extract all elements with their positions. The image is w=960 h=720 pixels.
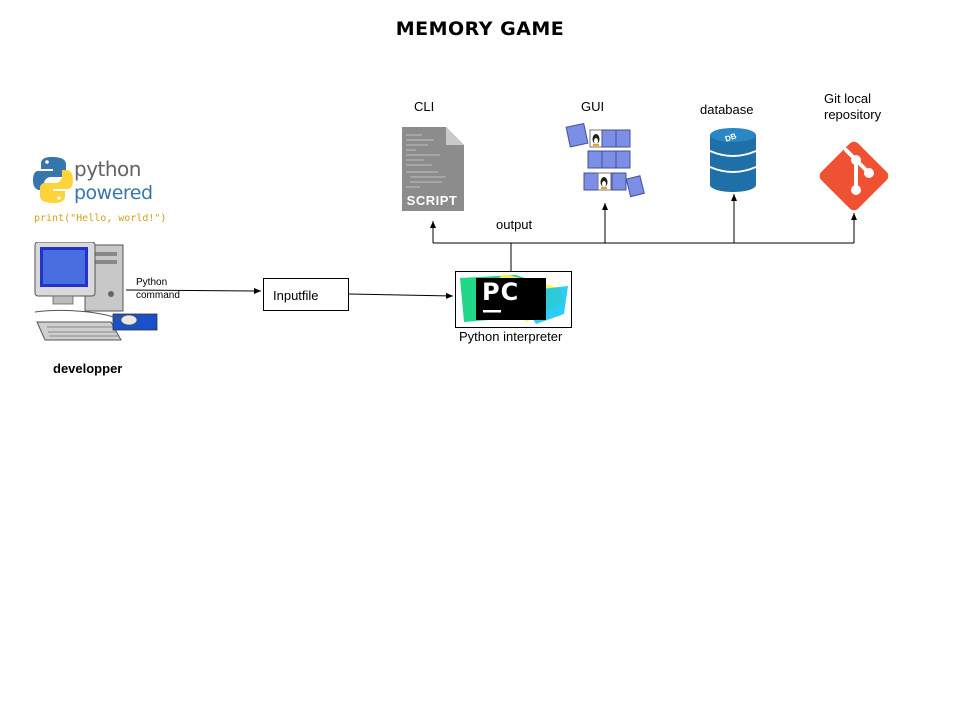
desktop-computer-icon bbox=[34, 242, 158, 341]
git-label-line1: Git local bbox=[824, 91, 871, 106]
edge-label-line1: Python bbox=[136, 277, 168, 288]
powered-logo-word: powered bbox=[74, 182, 153, 204]
git-label-line2: repository bbox=[824, 107, 882, 122]
pycharm-logo-icon bbox=[460, 274, 568, 324]
inputfile-node: Inputfile bbox=[263, 278, 349, 311]
memory-cards-icon bbox=[565, 123, 645, 198]
python-logo-word: python bbox=[74, 157, 141, 181]
interpreter-node: PC bbox=[455, 271, 572, 328]
gui-label: GUI bbox=[581, 99, 605, 114]
page-title: MEMORY GAME bbox=[395, 18, 565, 40]
arrow-inputfile-to-interpreter bbox=[348, 292, 454, 299]
script-badge: SCRIPT bbox=[406, 193, 458, 208]
python-snake-icon bbox=[33, 157, 73, 203]
database-label: database bbox=[700, 102, 754, 117]
interpreter-label: Python interpreter bbox=[459, 329, 563, 344]
developer-label: developper bbox=[53, 361, 123, 376]
arrow-developer-to-inputfile bbox=[125, 287, 262, 294]
script-file-icon: SCRIPT bbox=[400, 125, 466, 213]
inputfile-label: Inputfile bbox=[273, 288, 319, 303]
python-command-label: Python command bbox=[136, 276, 180, 302]
database-icon bbox=[709, 128, 757, 192]
cli-label: CLI bbox=[414, 99, 435, 114]
git-label: Git local repository bbox=[824, 91, 881, 123]
git-logo-icon bbox=[819, 141, 889, 211]
python-powered-logo: python powered print("Hello, world!") bbox=[32, 155, 166, 230]
output-label: output bbox=[496, 217, 533, 232]
pycharm-logo-text: PC bbox=[482, 278, 520, 306]
hello-world-code: print("Hello, world!") bbox=[34, 213, 167, 224]
edge-label-line2: command bbox=[136, 290, 180, 301]
